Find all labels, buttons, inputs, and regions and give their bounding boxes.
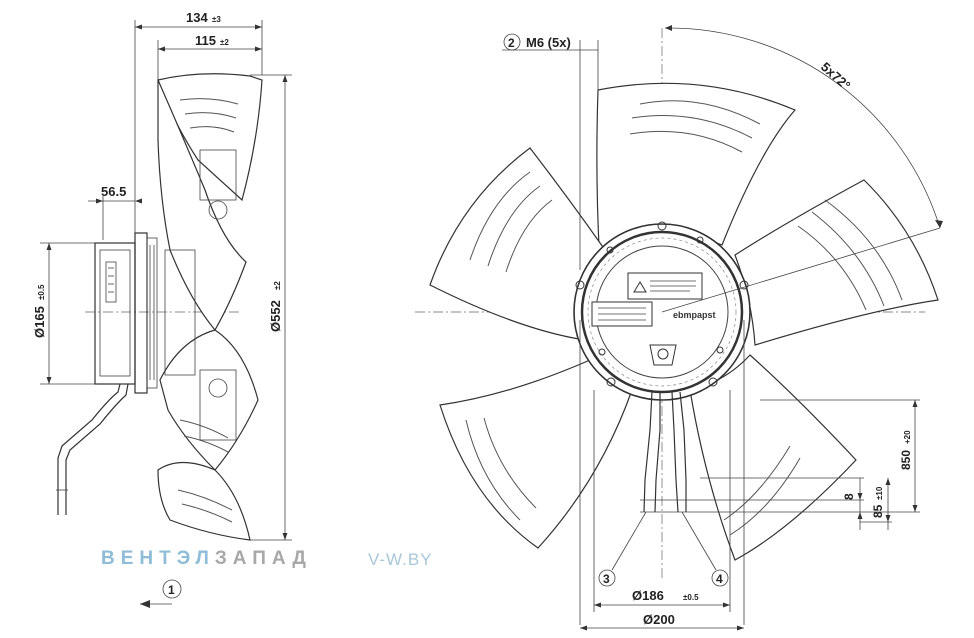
dim-85: 85 bbox=[871, 504, 885, 518]
callout-3: 3 bbox=[603, 572, 610, 586]
side-view: 134 ±3 115 ±2 56.5 Ø165 ±0.5 Ø552 ±2 bbox=[32, 10, 292, 608]
dim-angle-pattern: 5x72° bbox=[818, 59, 853, 93]
brand-watermark: ВЕНТЭЛЗАПАД bbox=[101, 548, 312, 570]
dim-blade-depth: 115 bbox=[195, 33, 216, 48]
dim-8: 8 bbox=[842, 493, 856, 500]
dim-motor-diameter: Ø165 bbox=[32, 306, 47, 338]
dim-bolt-circle: Ø186 bbox=[632, 588, 664, 603]
dim-flange-diameter: Ø200 bbox=[643, 612, 675, 627]
dim-overall-depth-tol: ±3 bbox=[212, 15, 221, 24]
dim-bolt-circle-tol: ±0.5 bbox=[683, 593, 699, 602]
callout-2: 2 bbox=[508, 36, 515, 50]
brand-site: V-W.BY bbox=[368, 550, 433, 569]
dim-overall-depth: 134 bbox=[186, 10, 208, 25]
dim-cable-length-tol: +20 bbox=[903, 430, 912, 444]
brand-part-1: ВЕНТЭЛ bbox=[101, 548, 215, 569]
mounting-bolts bbox=[575, 221, 749, 387]
dim-85-tol: ±10 bbox=[875, 486, 884, 500]
dim-hub-offset: 56.5 bbox=[101, 184, 126, 199]
dim-fan-diameter: Ø552 bbox=[268, 300, 283, 332]
ebmpapst-logo: ebmpapst bbox=[673, 310, 716, 320]
dim-cable-length: 850 bbox=[899, 450, 913, 470]
dim-fan-diameter-tol: ±2 bbox=[273, 281, 282, 290]
callout-1: 1 bbox=[168, 583, 175, 597]
dim-mount-thread: M6 (5x) bbox=[526, 35, 571, 50]
dim-motor-diameter-tol: ±0.5 bbox=[37, 284, 46, 300]
brand-part-2: ЗАПАД bbox=[214, 548, 312, 569]
front-view: ebmpapst 2 M6 (5x) 5x72° bbox=[415, 25, 943, 631]
dim-blade-depth-tol: ±2 bbox=[220, 38, 229, 47]
callout-4: 4 bbox=[716, 572, 723, 586]
